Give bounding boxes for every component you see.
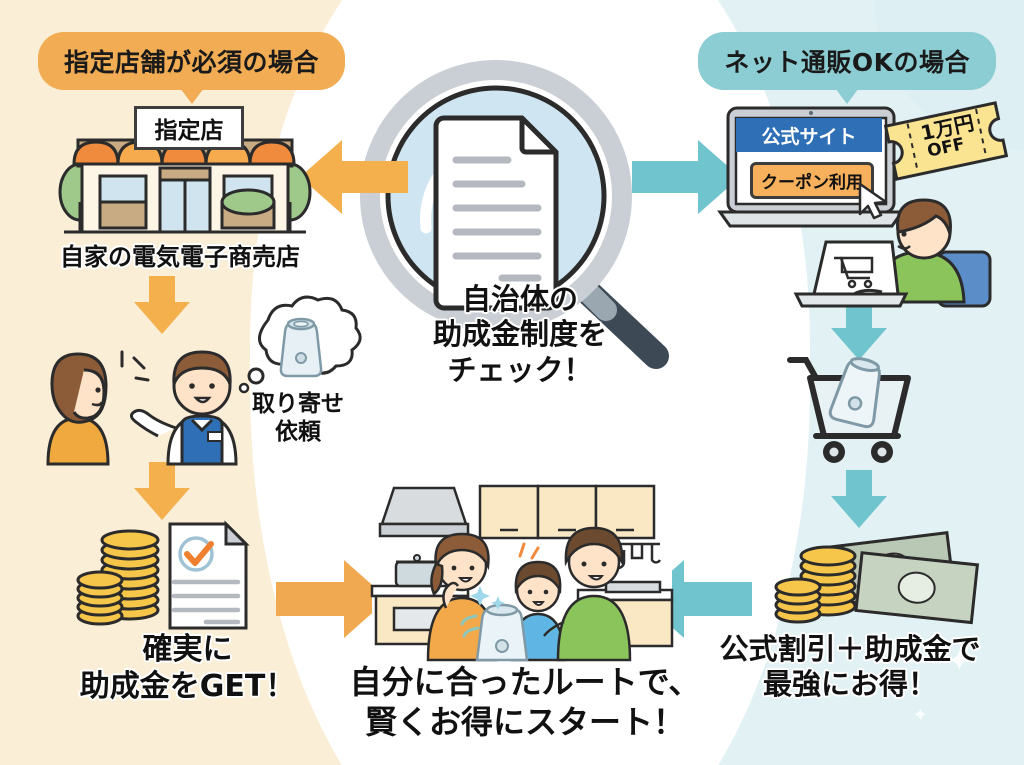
kitchen-family-icon bbox=[370, 480, 674, 662]
arrow-down-right-2 bbox=[828, 470, 890, 528]
coin-stack-icon bbox=[76, 529, 160, 626]
left-branch-badge-label: 指定店舗が必須の場合 bbox=[64, 48, 320, 77]
arrow-down-left-1 bbox=[132, 276, 192, 334]
humidifier-icon bbox=[828, 357, 881, 429]
online-shopper-icon bbox=[793, 196, 1024, 308]
father-figure bbox=[543, 526, 632, 662]
customer-icon bbox=[46, 350, 150, 466]
order-request-caption: 取り寄せ 依頼 bbox=[252, 391, 344, 446]
coupon-use-button[interactable]: クーポン利用 bbox=[750, 162, 874, 199]
store-caption: 自家の電気電子商売店 bbox=[60, 243, 300, 271]
coupon-use-button-label: クーポン利用 bbox=[761, 173, 863, 193]
humidifier-icon bbox=[460, 603, 529, 662]
arrow-to-left-branch bbox=[300, 136, 408, 218]
document-icon bbox=[433, 115, 559, 311]
right-result-caption: 公式割引＋助成金で 最強にお得！ bbox=[719, 632, 981, 702]
store-sign-label: 指定店 bbox=[154, 118, 224, 144]
laptop-site-header-label: 公式サイト bbox=[761, 125, 857, 148]
storefront-icon bbox=[56, 106, 314, 246]
shop-clerk-icon bbox=[129, 350, 238, 466]
humidifier-icon bbox=[279, 317, 323, 378]
cursor-icon bbox=[856, 182, 890, 220]
left-result-caption: 確実に 助成金をGET！ bbox=[79, 632, 296, 704]
coupon-ticket-icon bbox=[880, 92, 1013, 189]
sparkle-icon: ✦ bbox=[946, 644, 972, 679]
shopping-cart-icon bbox=[786, 352, 916, 468]
magnifier-icon bbox=[356, 56, 686, 369]
final-caption: 自分に合ったルートで、 賢くお得にスタート！ bbox=[349, 663, 701, 742]
arrow-left-to-center bbox=[276, 556, 388, 642]
banknote-icon bbox=[830, 531, 980, 625]
cart-screen-icon bbox=[834, 256, 874, 289]
customer-and-clerk-illustration bbox=[26, 328, 246, 466]
store-sign: 指定店 bbox=[134, 106, 244, 150]
thought-bubble-icon bbox=[238, 295, 362, 394]
badge-tail bbox=[835, 88, 860, 104]
sparkle-icon: ✦ bbox=[912, 705, 928, 726]
arrow-to-right-branch bbox=[632, 136, 740, 218]
coin-stack-icon bbox=[774, 545, 857, 624]
right-branch-badge-label: ネット通販OKの場合 bbox=[724, 48, 970, 77]
right-branch-badge: ネット通販OKの場合 bbox=[698, 32, 996, 104]
center-title: 自治体の 助成金制度を チェック！ bbox=[432, 282, 607, 387]
arrow-down-left-2 bbox=[132, 462, 192, 520]
laptop-site-header: 公式サイト bbox=[736, 118, 882, 152]
arrow-down-right-1 bbox=[828, 302, 890, 360]
badge-tail bbox=[179, 88, 204, 104]
money-illustration bbox=[770, 518, 985, 634]
left-branch-badge: 指定店舗が必須の場合 bbox=[38, 32, 346, 104]
subsidy-result-illustration bbox=[76, 516, 268, 634]
approved-document-icon bbox=[168, 520, 250, 630]
